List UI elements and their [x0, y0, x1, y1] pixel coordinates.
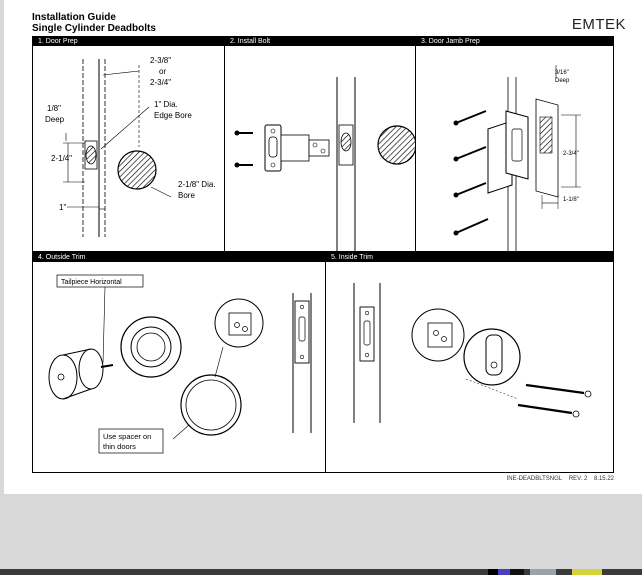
guide-title: Installation Guide	[32, 12, 116, 23]
document-footer: INE-DEADBLTSNGL REV. 2 8.15.22	[507, 476, 614, 482]
panel-title: 3. Door Jamb Prep	[416, 37, 613, 46]
guide-subtitle: Single Cylinder Deadbolts	[32, 23, 156, 34]
jamb-depth-label: 3/16"	[555, 70, 569, 76]
revision: REV. 2	[568, 476, 588, 482]
bore-label: 2-1/8" Dia.	[178, 180, 216, 189]
brand-logo: EMTEK	[571, 16, 626, 33]
installation-sheet: Installation Guide Single Cylinder Deadb…	[4, 0, 642, 494]
spacer-label: Use spacer on	[103, 432, 151, 441]
install-bolt-diagram	[234, 77, 417, 251]
backset-label-b: 2-3/4"	[150, 78, 171, 87]
spacer-label-2: thin doors	[103, 442, 136, 451]
panel-title: 1. Door Prep	[33, 37, 226, 46]
outside-trim-diagram: Tailpiece Horizontal	[48, 274, 312, 454]
panel-door-prep: 1. Door Prep	[32, 36, 227, 252]
jamb-width-label: 1-1/8"	[563, 197, 579, 203]
door-jamb-diagram: 3/16" Deep 2-3/4" 1-1/8"	[453, 65, 581, 251]
document-id: INE-DEADBLTSNGL	[506, 476, 563, 482]
panel-inside-trim: 5. Inside Trim	[325, 252, 614, 473]
bore-label-2: Bore	[178, 191, 195, 200]
backset-label-a: 2-3/8"	[150, 56, 171, 65]
edge-bore-label-2: Edge Bore	[154, 111, 192, 120]
panel-title: 2. Install Bolt	[225, 37, 417, 46]
edge-bore-label: 1" Dia.	[154, 100, 178, 109]
height-label: 2-1/4"	[51, 154, 72, 163]
thickness-label: 1"	[59, 203, 66, 212]
panel-outside-trim: 4. Outside Trim Tailpiece Horizontal	[32, 252, 328, 473]
backset-label-or: or	[159, 67, 166, 76]
depth-label: 1/8"	[47, 104, 61, 113]
tailpiece-label: Tailpiece Horizontal	[61, 279, 122, 286]
panel-install-bolt: 2. Install Bolt	[224, 36, 418, 252]
taskbar-strip	[0, 569, 642, 575]
jamb-height-label: 2-3/4"	[563, 151, 579, 157]
revision-date: 8.15.22	[593, 476, 614, 482]
panel-title: 5. Inside Trim	[326, 253, 613, 262]
door-prep-diagram: 2-3/8" or 2-3/4" 1/8" Deep 1" Dia. Edge …	[45, 56, 216, 237]
panel-title: 4. Outside Trim	[33, 253, 327, 262]
panel-door-jamb-prep: 3. Door Jamb Prep	[415, 36, 614, 252]
jamb-depth-label-deep: Deep	[555, 78, 570, 84]
inside-trim-diagram	[353, 283, 592, 423]
depth-label-deep: Deep	[45, 115, 65, 124]
